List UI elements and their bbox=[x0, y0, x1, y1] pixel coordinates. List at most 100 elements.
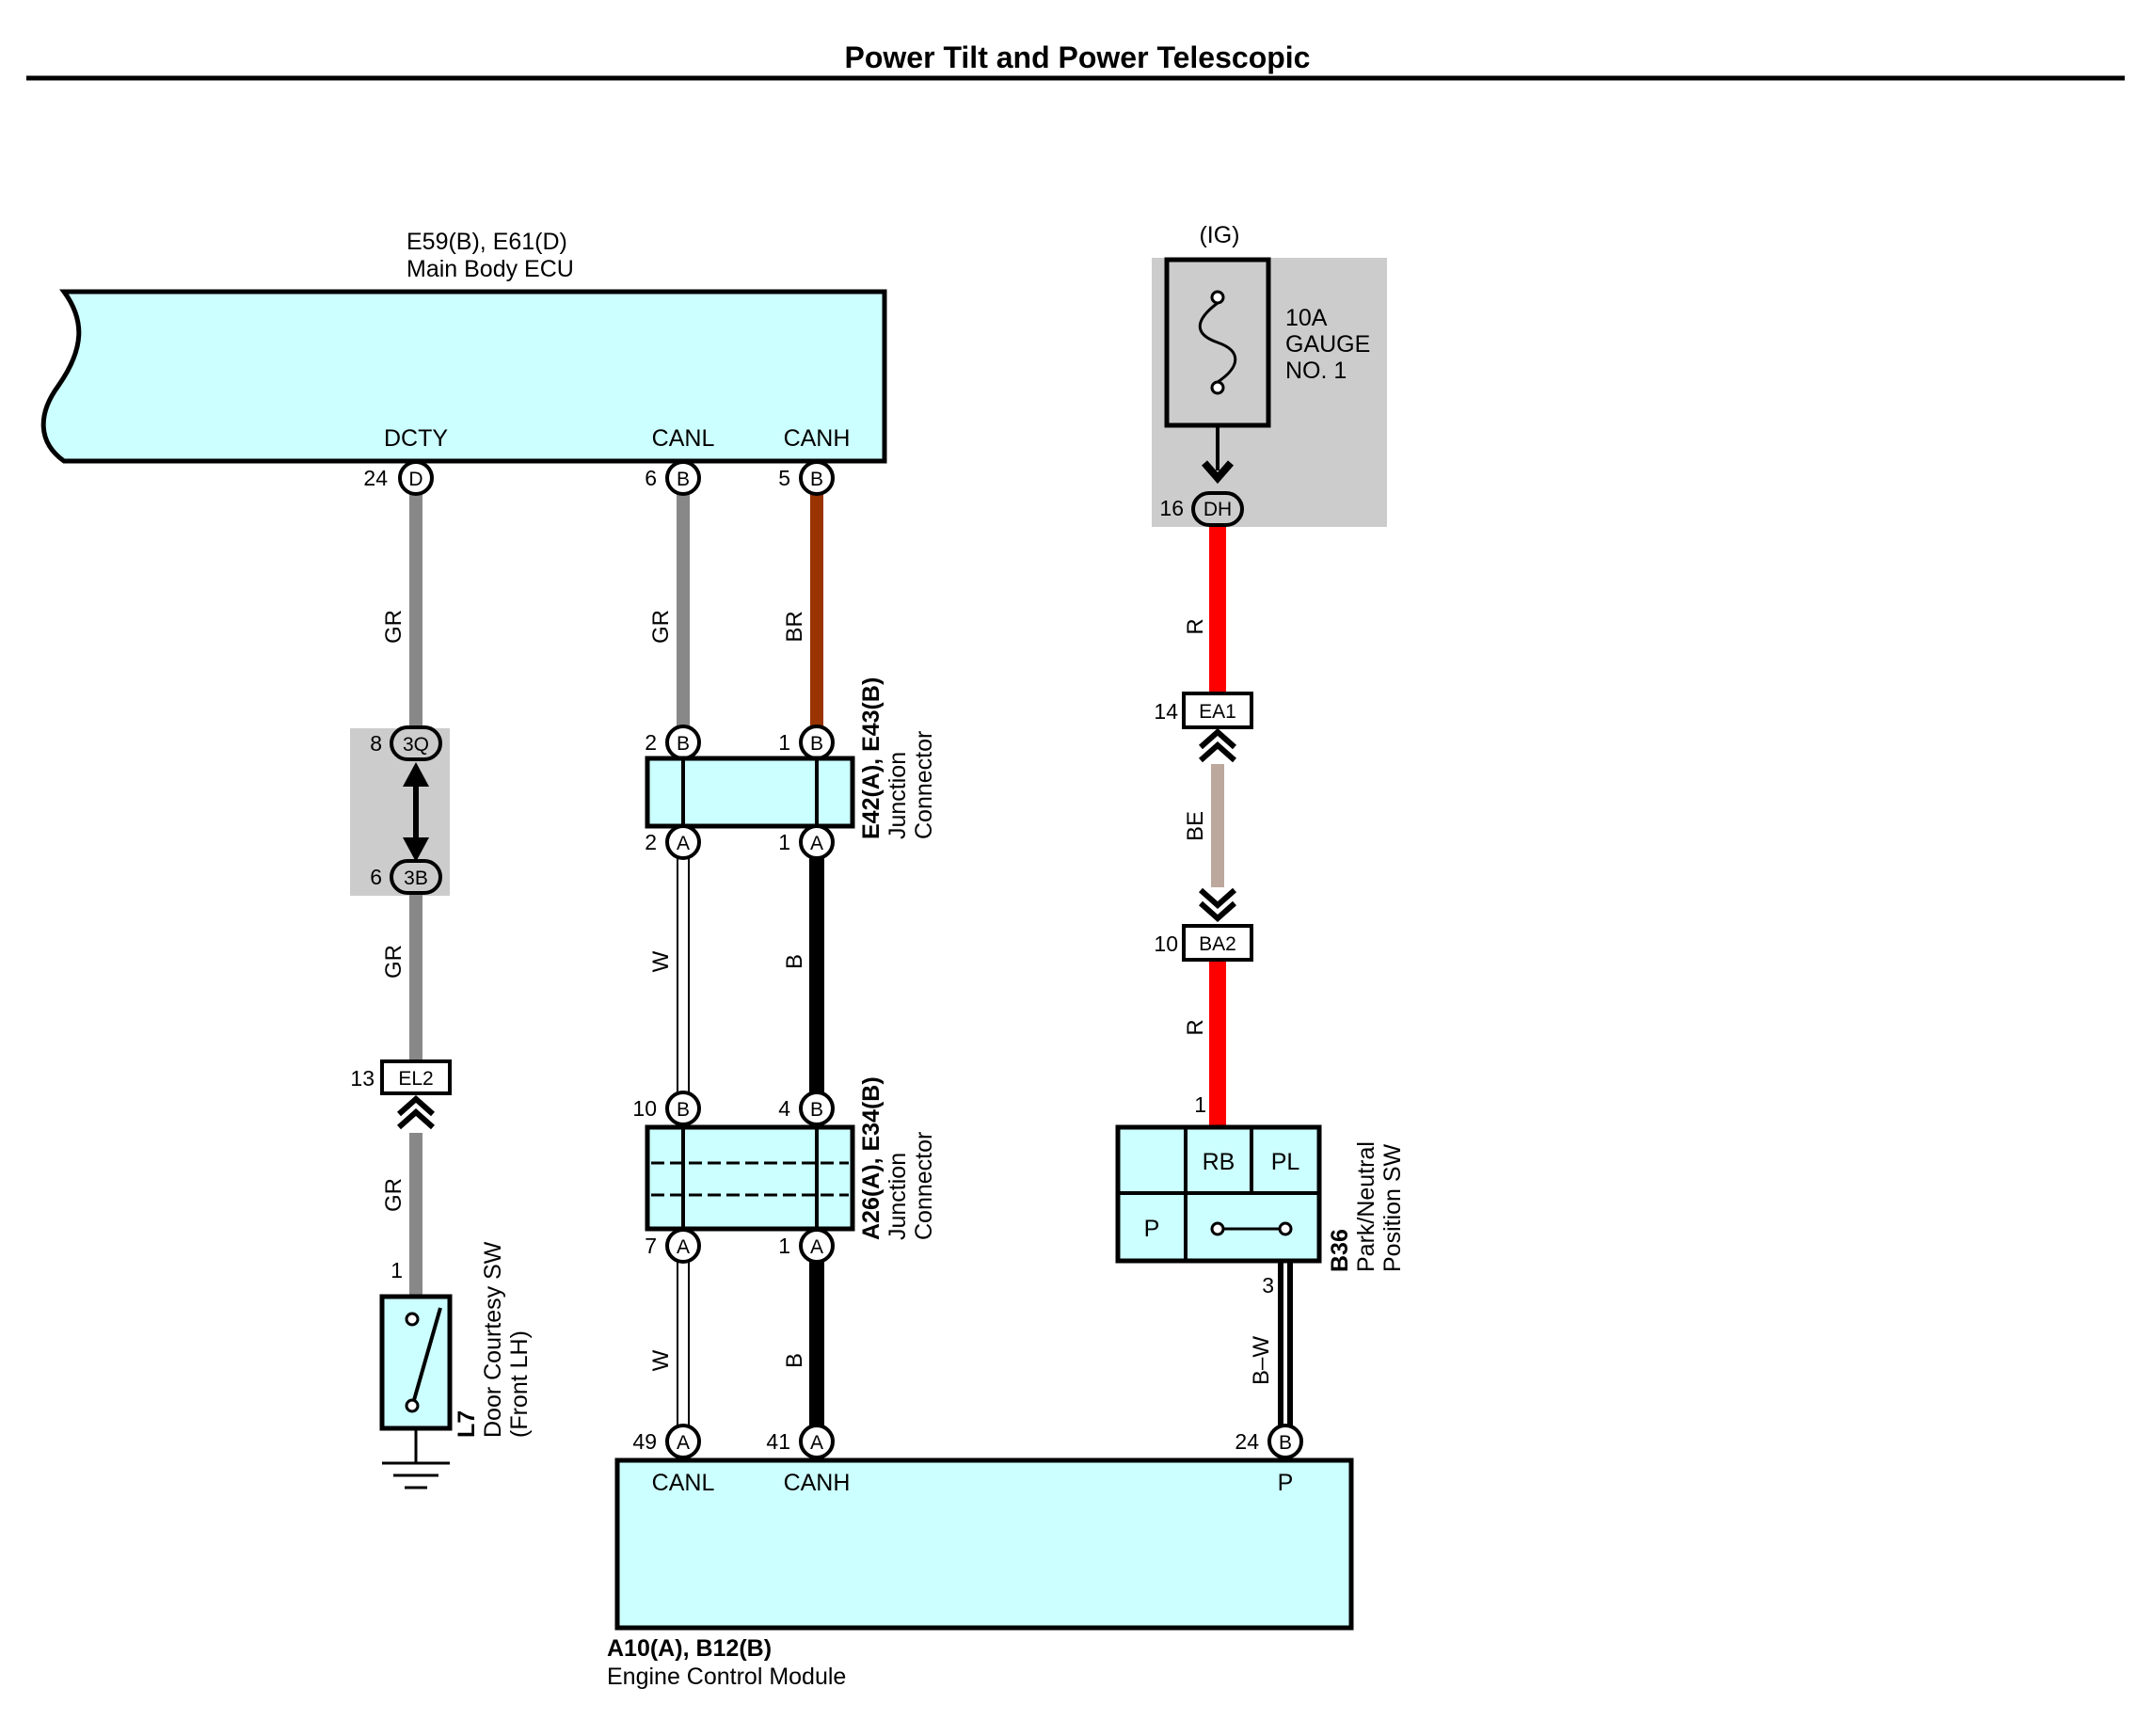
junction-a26-name-line2: Connector bbox=[911, 1132, 937, 1240]
pin-a26-bot-right: 1 A bbox=[778, 1228, 835, 1264]
double-arrow-icon bbox=[403, 762, 429, 862]
junction-a26-name-line1: Junction bbox=[885, 1153, 911, 1240]
junction-a26-box bbox=[645, 1124, 855, 1232]
chevron-up-icon bbox=[397, 1094, 435, 1130]
ecm-term-canl: CANL bbox=[652, 1470, 715, 1496]
svg-text:3Q: 3Q bbox=[403, 734, 429, 756]
svg-text:24: 24 bbox=[1235, 1429, 1259, 1454]
svg-text:DH: DH bbox=[1203, 499, 1232, 520]
ecm-box bbox=[614, 1457, 1354, 1631]
pin-e42-top-left: 2 B bbox=[645, 725, 701, 760]
junction-e42-name-line2: Connector bbox=[911, 731, 937, 839]
diagram-title: Power Tilt and Power Telescopic bbox=[845, 40, 1311, 74]
svg-text:A: A bbox=[810, 1236, 823, 1258]
pin-inline-3q: 8 3Q bbox=[370, 725, 442, 761]
svg-text:D: D bbox=[408, 469, 422, 490]
svg-text:A: A bbox=[677, 1432, 690, 1454]
svg-text:41: 41 bbox=[766, 1429, 790, 1454]
wire-code-ig-1: R bbox=[1183, 618, 1208, 634]
svg-text:EA1: EA1 bbox=[1199, 701, 1236, 723]
pin-ecu-dcty: 24 D bbox=[363, 460, 434, 496]
svg-text:A: A bbox=[677, 833, 690, 854]
svg-text:6: 6 bbox=[645, 466, 657, 490]
fuse-icon bbox=[1198, 290, 1237, 395]
pn-sw-cell-rb: RB bbox=[1203, 1149, 1235, 1175]
svg-text:1: 1 bbox=[778, 730, 790, 755]
svg-text:8: 8 bbox=[370, 731, 382, 756]
ecm-name: Engine Control Module bbox=[607, 1664, 846, 1690]
wire-code-dcty-3: GR bbox=[381, 1178, 406, 1212]
svg-text:1: 1 bbox=[778, 1234, 790, 1258]
chevron-up-icon-ea1 bbox=[1199, 727, 1236, 763]
main-body-ecu-term-canh: CANH bbox=[784, 425, 851, 452]
svg-text:5: 5 bbox=[778, 466, 790, 490]
svg-text:B: B bbox=[677, 733, 690, 755]
pin-a26-top-right: 4 B bbox=[778, 1091, 835, 1126]
door-sw-name-line1: Door Courtesy SW bbox=[480, 1241, 506, 1438]
main-body-ecu-term-canl: CANL bbox=[652, 425, 715, 452]
svg-text:BA2: BA2 bbox=[1199, 933, 1236, 955]
svg-text:10: 10 bbox=[1154, 932, 1178, 956]
pin-ecm-canh: 41 A bbox=[766, 1424, 835, 1459]
fuse-arrow-icon bbox=[1201, 460, 1235, 485]
pn-sw-name-line1: Park/Neutral bbox=[1353, 1141, 1379, 1272]
svg-text:13: 13 bbox=[350, 1066, 375, 1091]
junction-e42-ids: E42(A), E43(B) bbox=[858, 677, 885, 839]
wire-code-dcty-1: GR bbox=[381, 610, 406, 644]
wire-code-p-1: B–W bbox=[1249, 1336, 1274, 1385]
wire-code-canh-2: B bbox=[782, 954, 807, 969]
main-body-ecu-ids: E59(B), E61(D) bbox=[406, 229, 567, 255]
svg-text:EL2: EL2 bbox=[398, 1068, 433, 1090]
svg-text:10: 10 bbox=[632, 1096, 657, 1121]
pn-sw-cell-pl: PL bbox=[1271, 1149, 1300, 1175]
svg-text:2: 2 bbox=[645, 830, 657, 854]
wire-code-canl-2: W bbox=[648, 950, 674, 972]
wire-code-canh-3: B bbox=[782, 1353, 807, 1368]
svg-text:B: B bbox=[810, 733, 823, 755]
svg-text:49: 49 bbox=[632, 1429, 657, 1454]
pin-e42-bot-left: 2 A bbox=[645, 824, 701, 860]
main-body-ecu-name: Main Body ECU bbox=[406, 256, 574, 282]
pin-a26-bot-left: 7 A bbox=[645, 1228, 701, 1264]
pn-sw-box bbox=[1115, 1124, 1322, 1264]
pin-ecu-canh: 5 B bbox=[778, 460, 835, 496]
wire-code-ig-3: R bbox=[1183, 1019, 1208, 1035]
ecm-term-canh: CANH bbox=[784, 1470, 851, 1496]
pn-sw-pin-out: 3 bbox=[1262, 1273, 1274, 1298]
door-sw-id: L7 bbox=[454, 1410, 480, 1438]
pin-e42-bot-right: 1 A bbox=[778, 824, 835, 860]
fuse-rating: 10A bbox=[1285, 305, 1328, 331]
svg-text:B: B bbox=[810, 1099, 823, 1121]
pn-sw-name-line2: Position SW bbox=[1379, 1143, 1406, 1272]
wire-code-dcty-2: GR bbox=[381, 945, 406, 979]
pin-inline-el2: 13 EL2 bbox=[350, 1059, 452, 1095]
svg-text:16: 16 bbox=[1159, 496, 1184, 520]
wire-code-ig-2: BE bbox=[1183, 811, 1208, 841]
pn-sw-id: B36 bbox=[1327, 1229, 1353, 1272]
svg-text:2: 2 bbox=[645, 730, 657, 755]
junction-e42-box bbox=[645, 756, 855, 829]
fuse-name-line1: GAUGE bbox=[1285, 331, 1370, 358]
svg-text:24: 24 bbox=[363, 466, 388, 490]
wire-code-canl-1: GR bbox=[648, 610, 674, 644]
pin-ecm-p: 24 B bbox=[1235, 1424, 1303, 1459]
door-sw-pin: 1 bbox=[391, 1258, 403, 1282]
pin-inline-3b: 6 3B bbox=[370, 859, 442, 895]
pin-ecm-canl: 49 A bbox=[632, 1424, 701, 1459]
pin-fuse-dh: 16 DH bbox=[1159, 491, 1244, 527]
junction-e42-name-line1: Junction bbox=[885, 752, 911, 839]
svg-text:A: A bbox=[810, 833, 823, 854]
svg-text:B: B bbox=[1279, 1432, 1292, 1454]
svg-text:14: 14 bbox=[1154, 699, 1178, 724]
svg-text:A: A bbox=[810, 1432, 823, 1454]
svg-text:B: B bbox=[677, 1099, 690, 1121]
junction-a26-ids: A26(A), E34(B) bbox=[858, 1076, 885, 1240]
ecm-term-p: P bbox=[1278, 1470, 1294, 1496]
svg-text:B: B bbox=[677, 469, 690, 490]
fuse-name-line2: NO. 1 bbox=[1285, 358, 1347, 384]
svg-text:4: 4 bbox=[778, 1096, 790, 1121]
pin-ecu-canl: 6 B bbox=[645, 460, 701, 496]
wire-code-canl-3: W bbox=[648, 1349, 674, 1371]
pn-sw-pin-in: 1 bbox=[1194, 1092, 1206, 1117]
